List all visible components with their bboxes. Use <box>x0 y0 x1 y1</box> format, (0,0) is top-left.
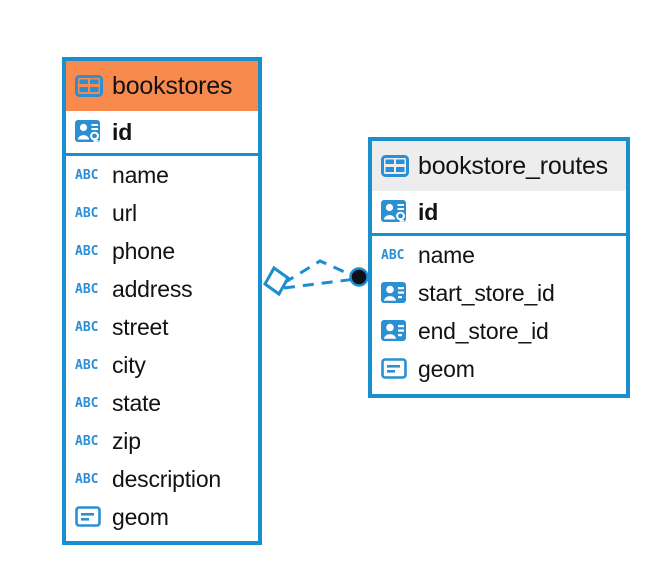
table-row[interactable]: end_store_id <box>372 312 626 350</box>
table-icon <box>381 155 409 177</box>
column-name: state <box>112 389 161 416</box>
circle-filled-marker <box>349 267 369 287</box>
entity-title: bookstore_routes <box>418 151 608 180</box>
primary-key-icon <box>75 119 103 145</box>
abc-text-icon: ABC <box>75 319 99 335</box>
abc-text-icon: ABC <box>75 205 99 221</box>
column-name: description <box>112 465 222 492</box>
column-name: url <box>112 199 137 226</box>
geometry-icon <box>381 357 409 381</box>
abc-text-icon: ABC <box>381 247 405 263</box>
table-row[interactable]: ABC state <box>66 384 258 422</box>
table-icon <box>75 75 103 97</box>
table-row[interactable]: geom <box>372 350 626 388</box>
table-row[interactable]: geom <box>66 498 258 536</box>
column-name: name <box>112 161 169 188</box>
table-row[interactable]: ABC city <box>66 346 258 384</box>
entity-bookstore-routes[interactable]: bookstore_routes id <box>368 137 630 398</box>
abc-text-icon: ABC <box>75 471 99 487</box>
table-row[interactable]: ABC address <box>66 270 258 308</box>
entity-header-bookstore-routes[interactable]: bookstore_routes <box>372 141 626 191</box>
entity-header-bookstores[interactable]: bookstores <box>66 61 258 111</box>
column-name: address <box>112 275 193 302</box>
table-row[interactable]: ABC url <box>66 194 258 232</box>
column-name: geom <box>112 503 169 530</box>
table-row[interactable]: ABC name <box>372 236 626 274</box>
column-name: start_store_id <box>418 279 555 306</box>
abc-text-icon: ABC <box>75 167 99 183</box>
table-row[interactable]: ABC zip <box>66 422 258 460</box>
abc-text-icon: ABC <box>75 433 99 449</box>
column-name: name <box>418 241 475 268</box>
entity-bookstores[interactable]: bookstores id <box>62 57 262 545</box>
foreign-key-icon <box>381 319 409 343</box>
relationship-line-upper <box>283 259 357 285</box>
relationship-line-lower <box>283 277 357 290</box>
table-row[interactable]: ABC name <box>66 156 258 194</box>
geometry-icon <box>75 505 103 529</box>
column-name: city <box>112 351 146 378</box>
column-list-bookstores: id ABC name ABC url ABC phone ABC addres… <box>66 111 258 536</box>
abc-text-icon: ABC <box>75 243 99 259</box>
column-list-bookstore-routes: id ABC name start_store_id <box>372 191 626 388</box>
abc-text-icon: ABC <box>75 357 99 373</box>
foreign-key-icon <box>381 281 409 305</box>
table-row[interactable]: ABC description <box>66 460 258 498</box>
table-row[interactable]: start_store_id <box>372 274 626 312</box>
table-row[interactable]: id <box>372 191 626 236</box>
table-row[interactable]: ABC street <box>66 308 258 346</box>
abc-text-icon: ABC <box>75 281 99 297</box>
column-name: geom <box>418 355 475 382</box>
column-name: street <box>112 313 169 340</box>
primary-key-icon <box>381 199 409 225</box>
column-name: id <box>418 198 439 225</box>
diamond-open-marker <box>263 265 290 297</box>
entity-title: bookstores <box>112 71 233 100</box>
abc-text-icon: ABC <box>75 395 99 411</box>
column-name: end_store_id <box>418 317 549 344</box>
column-name: id <box>112 118 133 145</box>
column-name: phone <box>112 237 175 264</box>
column-name: zip <box>112 427 141 454</box>
table-row[interactable]: id <box>66 111 258 156</box>
table-row[interactable]: ABC phone <box>66 232 258 270</box>
